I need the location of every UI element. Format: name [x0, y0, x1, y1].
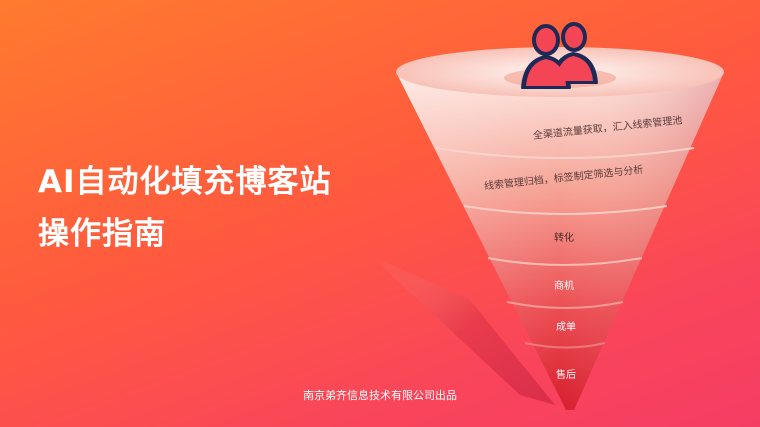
funnel-band-divider — [463, 205, 668, 215]
funnel-stage-3-label: 转化 — [554, 231, 574, 244]
page-title: AI自动化填充博客站 — [38, 164, 332, 200]
funnel-stage-4-label: 商机 — [554, 279, 574, 292]
title-block: AI自动化填充博客站 操作指南 — [38, 160, 332, 256]
funnel-band-divider — [506, 301, 624, 309]
funnel-stage-5-label: 成单 — [556, 321, 576, 333]
funnel-band-divider — [524, 342, 606, 349]
funnel-stage-6-label: 售后 — [556, 368, 576, 381]
user-icon — [521, 22, 598, 89]
page-subtitle: 操作指南 — [38, 216, 166, 252]
funnel-band-divider — [435, 147, 695, 159]
shadow-beam — [370, 255, 555, 405]
footer-credit: 南京弟齐信息技术有限公司出品 — [303, 389, 457, 402]
funnel-band-divider — [487, 257, 643, 266]
